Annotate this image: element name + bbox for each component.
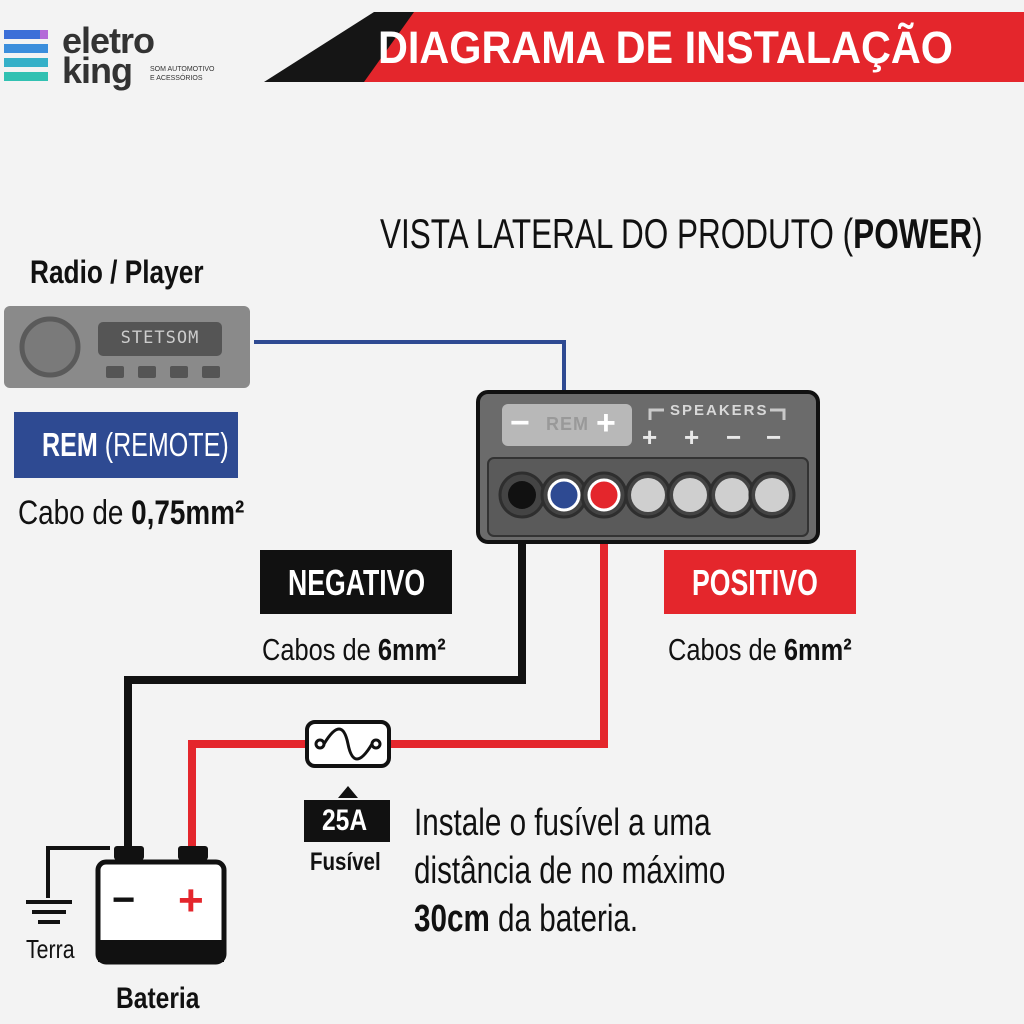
fuse-rating: 25A bbox=[322, 804, 368, 837]
rem-label: REM (REMOTE) bbox=[42, 426, 229, 464]
rem-label-bold: REM bbox=[42, 426, 98, 463]
rem-label-regular: (REMOTE) bbox=[104, 426, 229, 463]
brand-name-line2: king bbox=[62, 50, 133, 91]
logo-stripes-icon bbox=[4, 30, 48, 81]
brand-tagline-line2: E ACESSÓRIOS bbox=[150, 75, 203, 82]
radio-display-text: STETSOM bbox=[120, 328, 200, 348]
amp-rem-minus: − bbox=[510, 404, 530, 442]
brand-name-line1: eletro bbox=[62, 20, 155, 61]
fuse-note-bold: 30cm bbox=[414, 898, 490, 940]
fuse-rating-box bbox=[304, 800, 390, 842]
negative-label: NEGATIVO bbox=[288, 562, 426, 603]
battery-label: Bateria bbox=[116, 982, 200, 1015]
negative-wire bbox=[124, 495, 526, 850]
product-view-label: VISTA LATERAL DO PRODUTO (POWER) bbox=[380, 210, 983, 258]
battery-minus: − bbox=[112, 878, 136, 922]
ground-wire bbox=[46, 846, 110, 898]
fuse-note-line1: Instale o fusível a uma bbox=[414, 802, 711, 844]
positive-cable-spec: Cabos de 6mm² bbox=[668, 632, 852, 668]
amp-speaker-sign-3: − bbox=[726, 422, 742, 452]
amp-speakers-label: SPEAKERS bbox=[670, 402, 769, 419]
product-view-label-bold: POWER bbox=[853, 210, 973, 257]
radio-unit bbox=[4, 306, 250, 388]
rem-cable-prefix: Cabo de bbox=[18, 494, 132, 532]
amp-speaker-sign-1: + bbox=[642, 422, 658, 452]
amp-rem-plus: + bbox=[596, 404, 616, 442]
positive-wire bbox=[388, 495, 608, 748]
negative-cable-prefix: Cabos de bbox=[262, 632, 378, 667]
battery-plus: + bbox=[178, 876, 204, 925]
positive-label: POSITIVO bbox=[692, 562, 818, 603]
rem-cable-value: 0,75mm² bbox=[131, 494, 245, 532]
fuse-note-line2: distância de no máximo bbox=[414, 850, 726, 892]
amp-rem-label: REM bbox=[546, 414, 589, 434]
radio-title: Radio / Player bbox=[30, 254, 204, 290]
positive-cable-value: 6mm² bbox=[783, 632, 852, 667]
fuse-note-rest: da bateria. bbox=[489, 898, 639, 940]
ground-icon bbox=[26, 900, 72, 924]
amp-speaker-sign-4: − bbox=[766, 422, 782, 452]
negative-cable-spec: Cabos de 6mm² bbox=[262, 632, 446, 668]
positive-cable-prefix: Cabos de bbox=[668, 632, 784, 667]
amplifier-unit bbox=[476, 390, 820, 544]
fuse-label: Fusível bbox=[310, 848, 381, 876]
positive-label-box bbox=[664, 550, 856, 614]
rem-label-box bbox=[14, 412, 238, 478]
negative-label-box bbox=[260, 550, 452, 614]
positive-wire-battery bbox=[188, 740, 308, 850]
product-view-label-close: ) bbox=[972, 210, 983, 257]
amp-speaker-sign-2: + bbox=[684, 422, 700, 452]
brand-logo: eletro king SOM AUTOMOTIVO E ACESSÓRIOS bbox=[4, 20, 244, 98]
fuse-note-line3: 30cm da bateria. bbox=[414, 898, 638, 941]
negative-cable-value: 6mm² bbox=[377, 632, 446, 667]
header-banner bbox=[264, 12, 1024, 82]
header-title: DIAGRAMA DE INSTALAÇÃO bbox=[378, 22, 953, 73]
rem-cable-spec: Cabo de 0,75mm² bbox=[18, 494, 244, 533]
fuse-pointer-icon bbox=[338, 786, 358, 798]
brand-tagline-line1: SOM AUTOMOTIVO bbox=[150, 66, 215, 73]
product-view-label-regular: VISTA LATERAL DO PRODUTO ( bbox=[380, 210, 854, 257]
battery-unit bbox=[95, 846, 227, 965]
fuse-icon bbox=[305, 720, 391, 768]
ground-label: Terra bbox=[26, 934, 75, 964]
